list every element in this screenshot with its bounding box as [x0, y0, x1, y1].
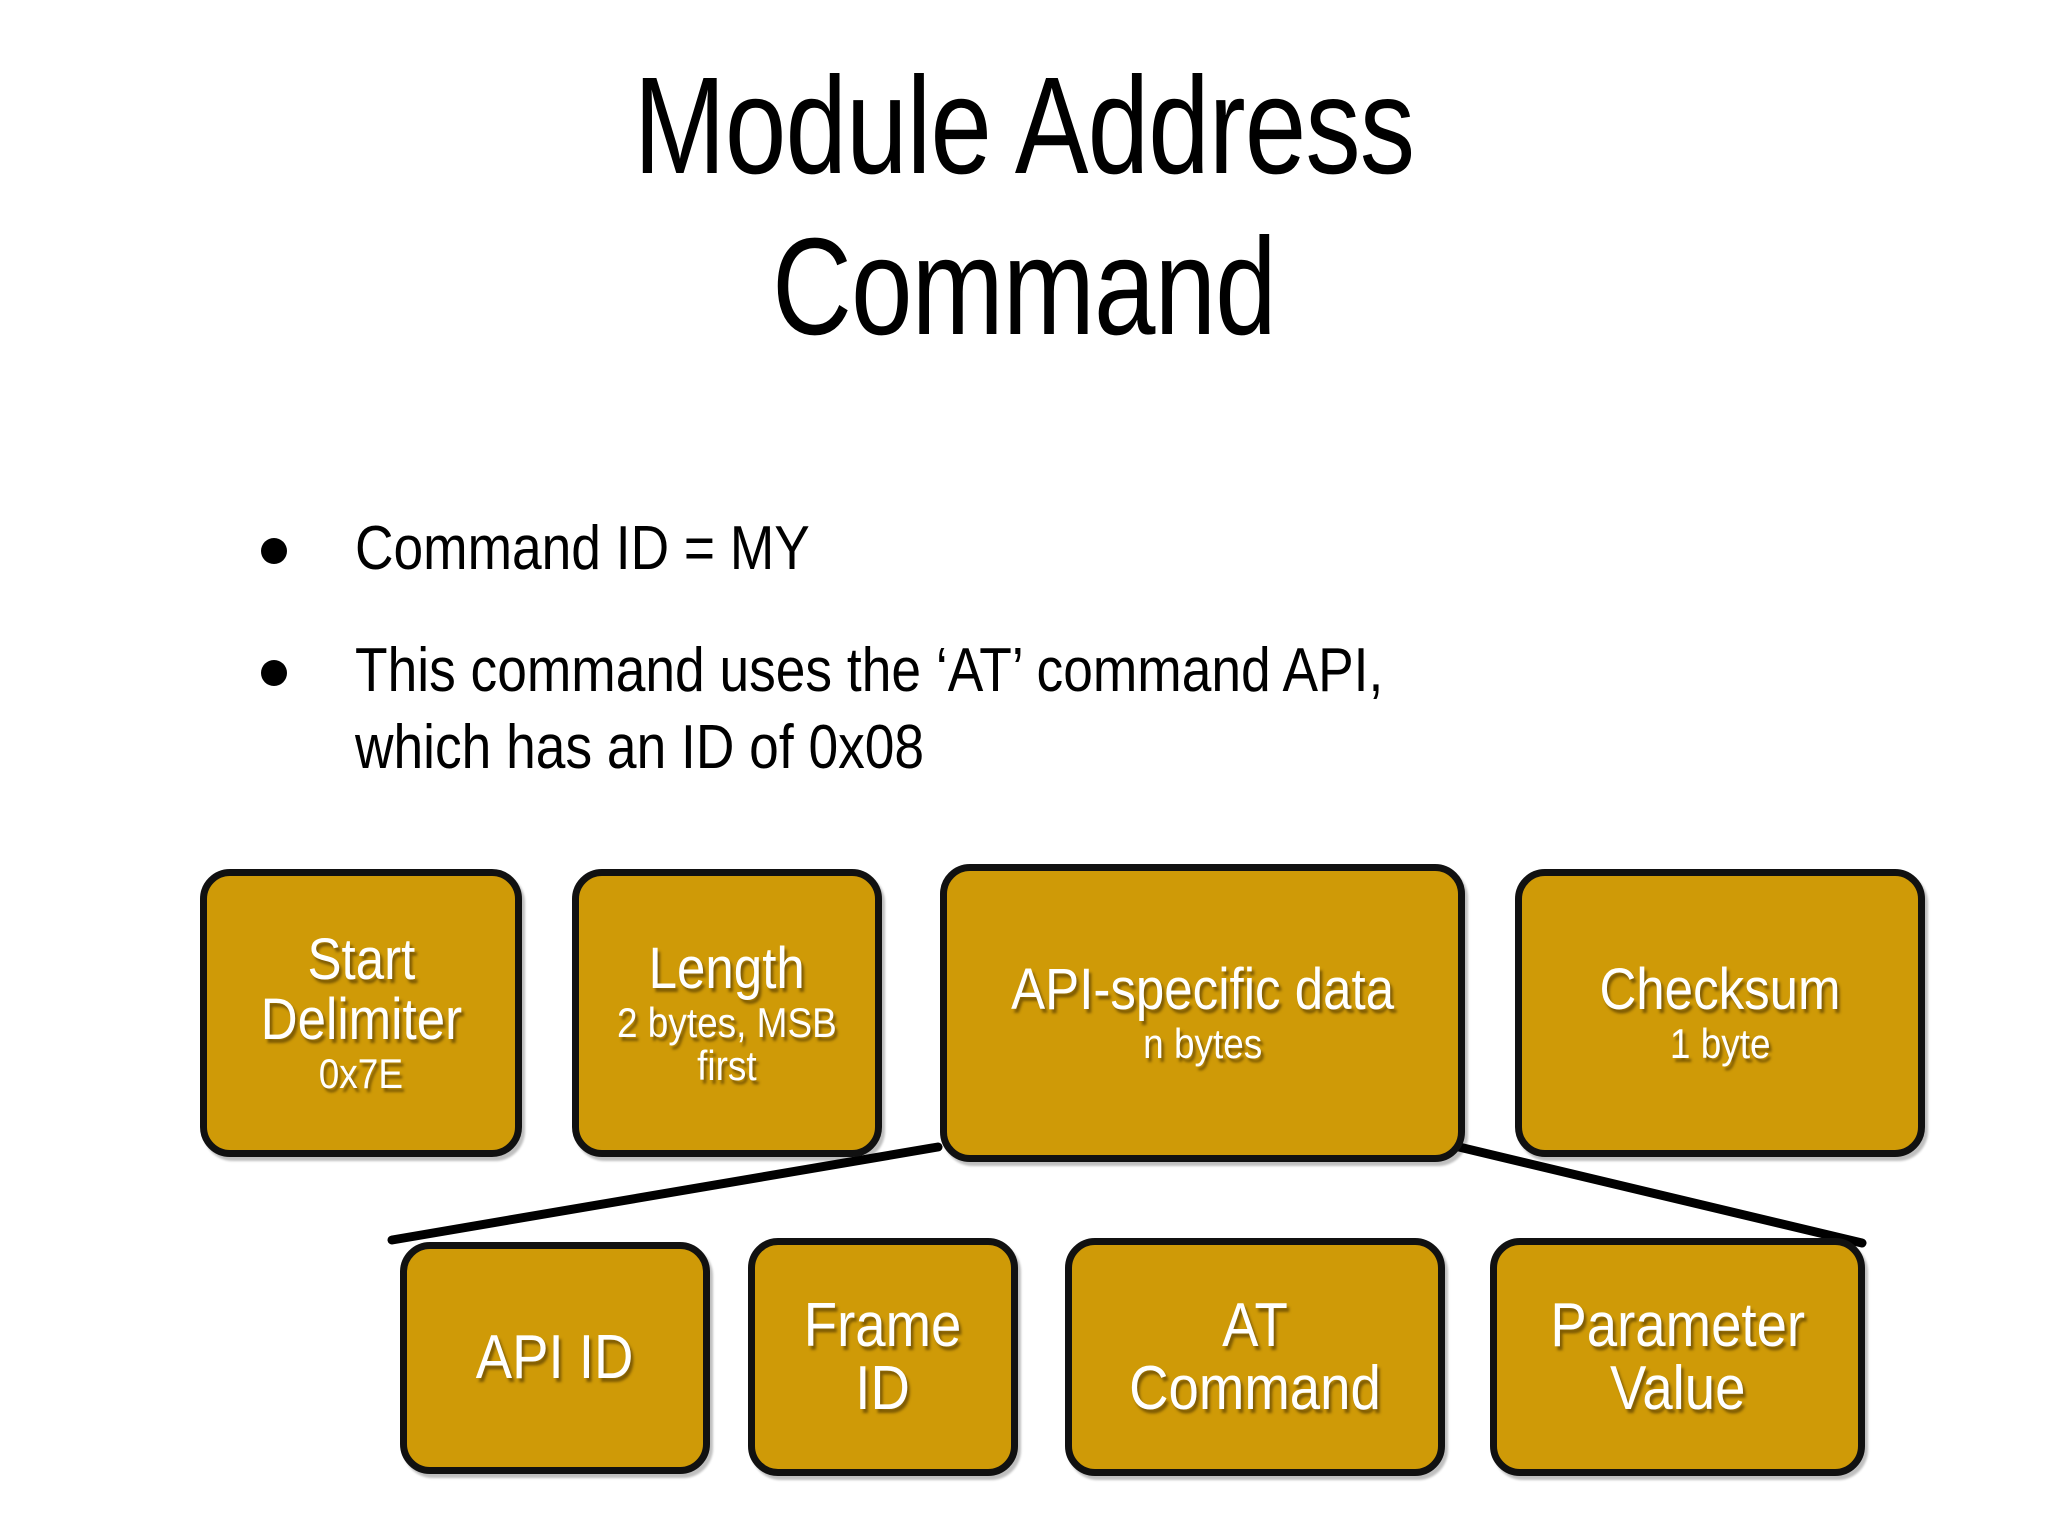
api-data-box-label: Frame ID: [804, 1290, 962, 1423]
bullet-text: Command ID = MY: [355, 514, 810, 583]
frame-box-sublabel: 1 byte: [1669, 1020, 1771, 1068]
bullet-list: Command ID = MY This command uses the ‘A…: [255, 510, 1875, 831]
api-data-box-parameter-value: Parameter Value: [1490, 1238, 1865, 1476]
right-connector-line: [1454, 1142, 1867, 1248]
frame-box-sublabel: 0x7E: [318, 1049, 404, 1097]
page-title: Module Address Command: [633, 49, 1415, 365]
api-data-box-api-id: API ID: [400, 1242, 710, 1474]
frame-box-sublabel: n bytes: [1142, 1020, 1263, 1068]
api-data-box-label: Parameter Value: [1550, 1290, 1805, 1423]
list-item: Command ID = MY: [255, 510, 1875, 588]
frame-box-label: Checksum: [1599, 957, 1841, 1022]
frame-box-label: Length: [648, 935, 806, 1001]
list-item: This command uses the ‘AT’ command API, …: [255, 632, 1875, 787]
api-data-box-label: AT Command: [1129, 1290, 1381, 1423]
api-data-box-frame-id: Frame ID: [748, 1238, 1018, 1476]
left-connector-line: [387, 1142, 943, 1245]
frame-box-label: API-specific data: [1011, 957, 1394, 1022]
frame-box-checksum: Checksum 1 byte: [1515, 869, 1925, 1157]
bullet-dot-icon: [261, 659, 287, 686]
bullet-dot-icon: [261, 538, 287, 564]
bullet-text: This command uses the ‘AT’ command API, …: [355, 635, 1384, 783]
frame-box-api-specific-data: API-specific data n bytes: [940, 864, 1465, 1162]
frame-box-sublabel: 2 bytes, MSB first: [617, 998, 837, 1089]
frame-box-label: Start Delimiter: [260, 927, 462, 1052]
api-data-box-label: API ID: [476, 1323, 634, 1393]
frame-box-start-delimiter: Start Delimiter 0x7E: [200, 869, 522, 1157]
api-data-box-at-command: AT Command: [1065, 1238, 1445, 1476]
frame-box-length: Length 2 bytes, MSB first: [572, 869, 882, 1157]
